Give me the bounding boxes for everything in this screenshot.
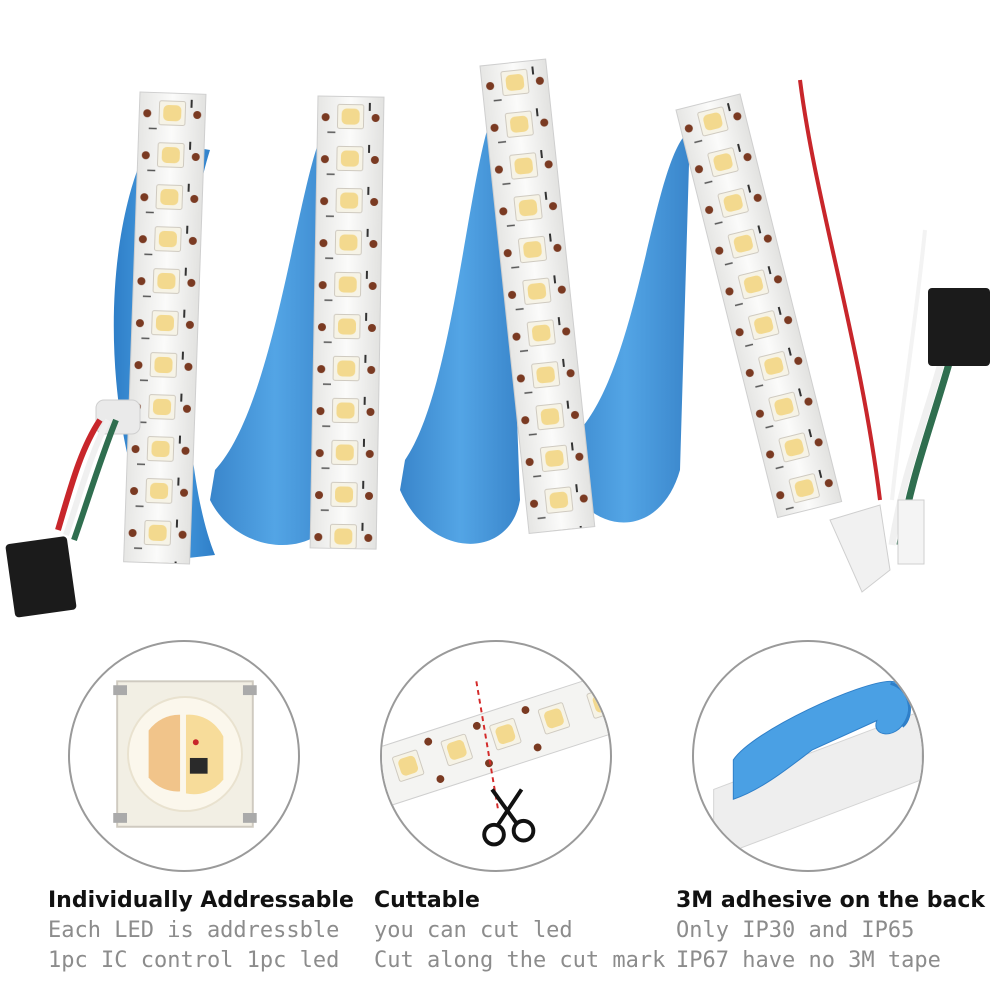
- feature-line: IP67 have no 3M tape: [676, 948, 941, 973]
- feature-line: you can cut led: [374, 918, 573, 943]
- feature-circle-cut-mark: [380, 640, 612, 872]
- feature-line: 1pc IC control 1pc led: [48, 948, 340, 973]
- feature-line: Cut along the cut mark: [374, 948, 666, 973]
- scissors-icon: [482, 788, 536, 847]
- feature-circle-3m-adhesive: [692, 640, 924, 872]
- feature-title: Cuttable: [374, 888, 480, 913]
- led-strip-segments: [123, 58, 843, 565]
- feature-line: Only IP30 and IP65: [676, 918, 915, 943]
- jst-connector-right: [928, 288, 990, 366]
- cut-line: [475, 681, 499, 810]
- feature-caption-adhesive: 3M adhesive on the back Only IP30 and IP…: [676, 886, 985, 976]
- led-strip-photo: [5, 58, 990, 618]
- feature-caption-cuttable: Cuttable you can cut led Cut along the c…: [374, 886, 665, 976]
- right-connector-cable: [798, 79, 990, 593]
- jst-connector-left: [5, 536, 77, 618]
- adhesive-peel-closeup: [713, 680, 922, 859]
- feature-circle-led-closeup: [68, 640, 300, 872]
- feature-title: Individually Addressable: [48, 888, 354, 913]
- feature-line: Each LED is addressble: [48, 918, 340, 943]
- sk6812-led-closeup: [113, 680, 257, 828]
- left-connector-cable: [5, 399, 141, 618]
- feature-caption-addressable: Individually Addressable Each LED is add…: [48, 886, 354, 976]
- feature-title: 3M adhesive on the back: [676, 888, 986, 913]
- strip-cut-closeup: [382, 670, 610, 847]
